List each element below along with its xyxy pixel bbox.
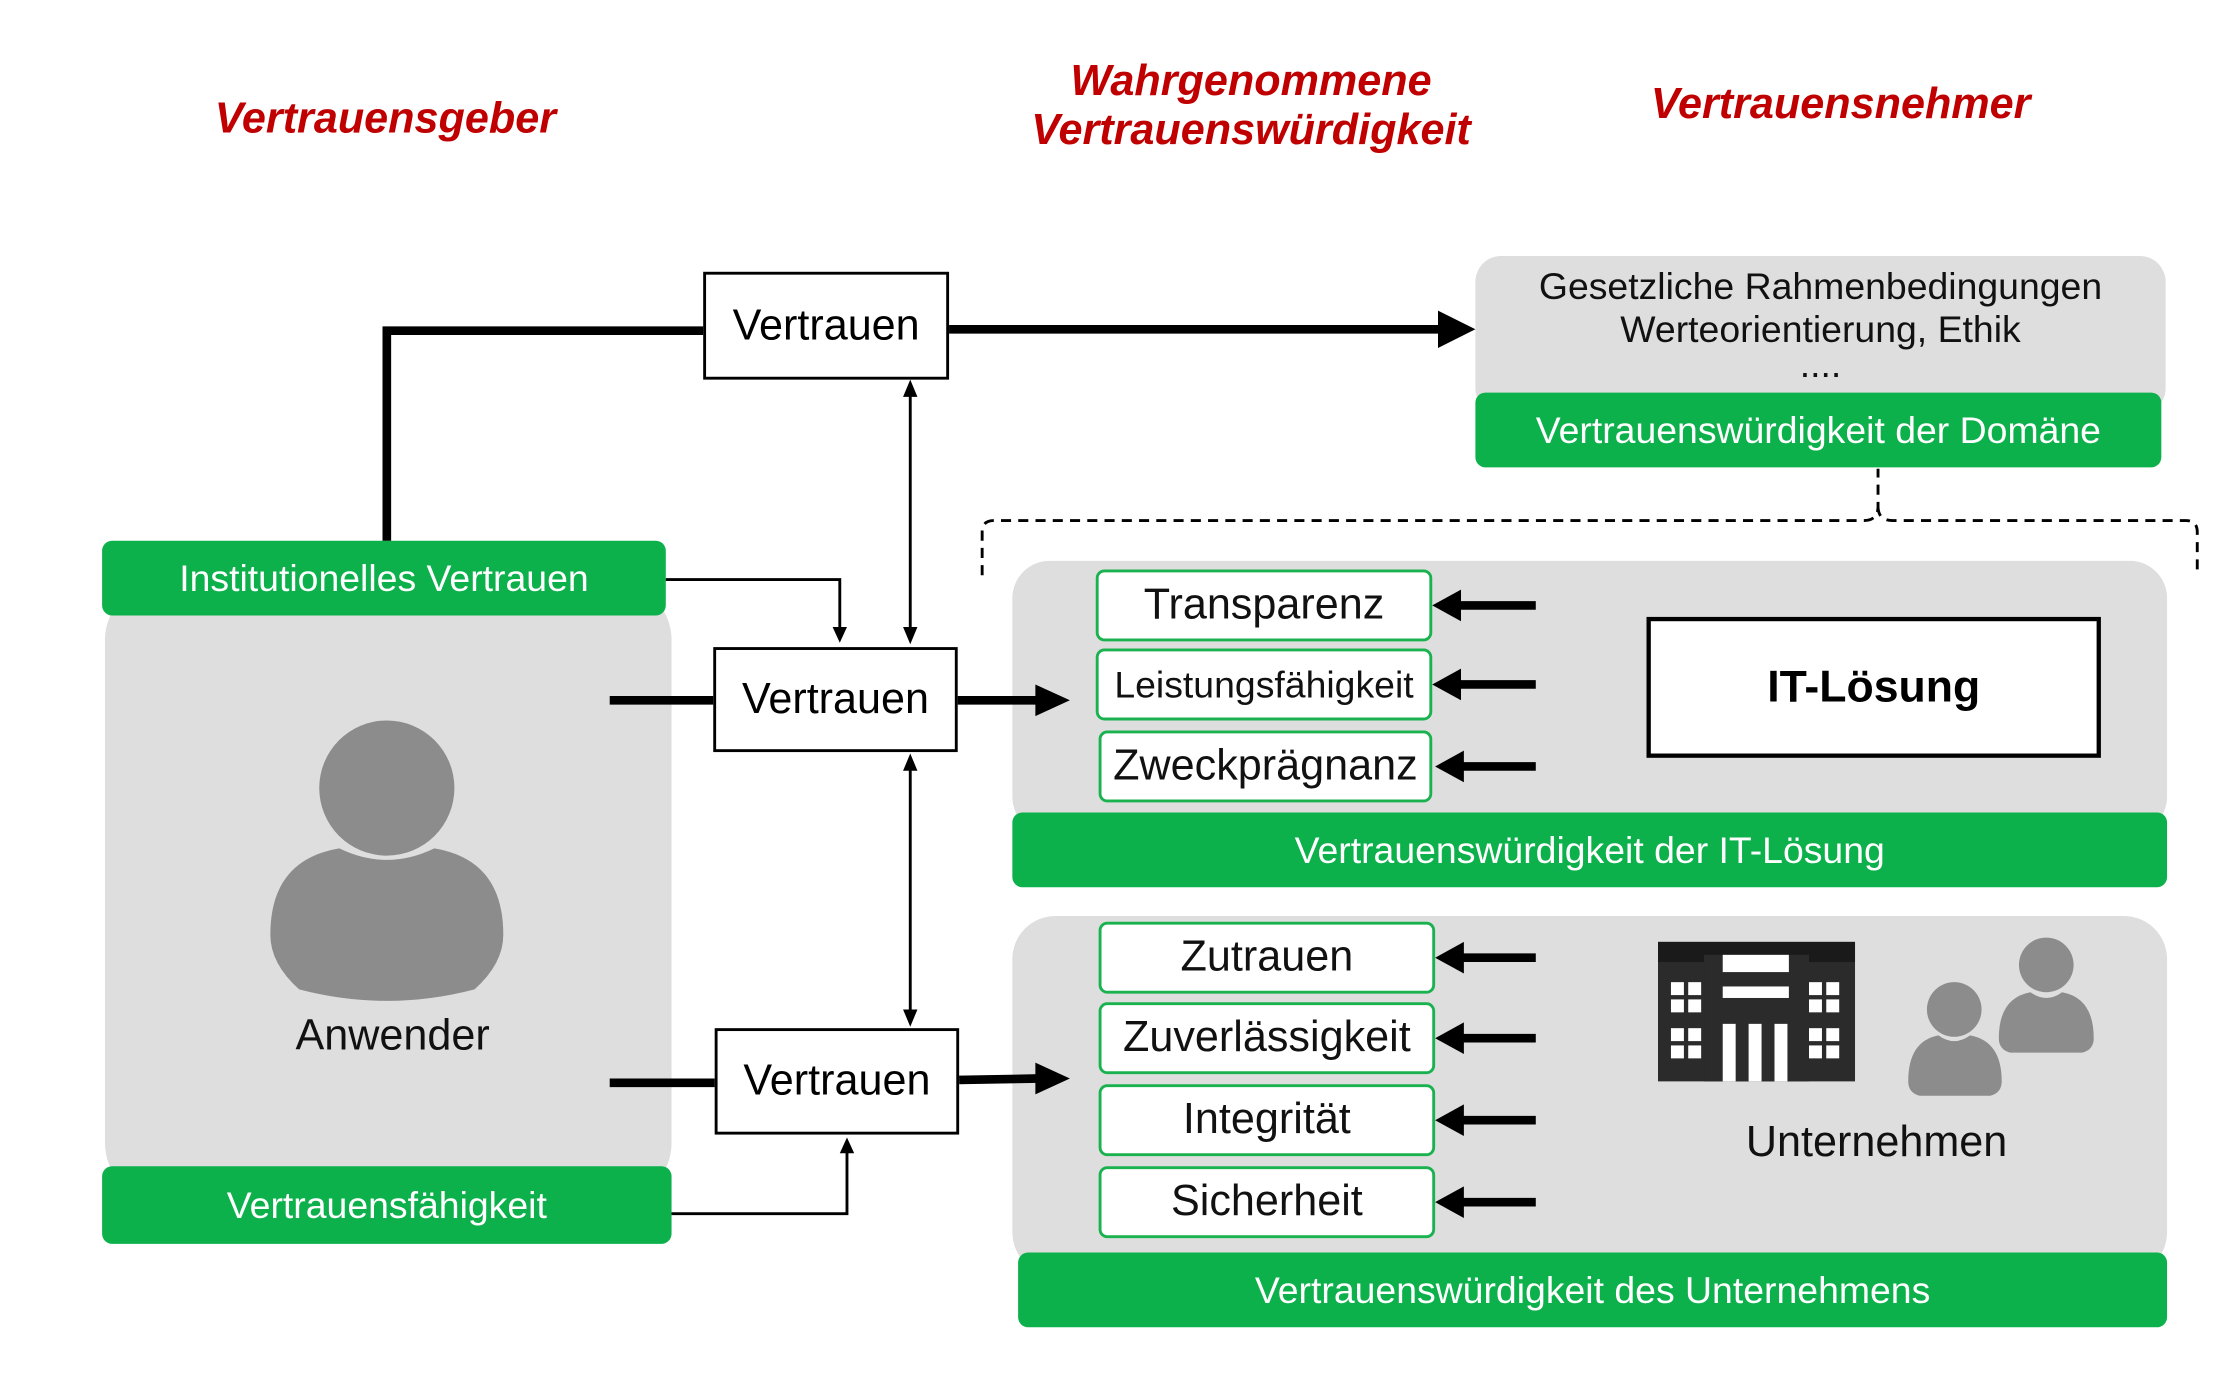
it-solution-trustworthiness-label: Vertrauenswürdigkeit der IT-Lösung xyxy=(1012,812,2168,888)
factor-security: Sicherheit xyxy=(1098,1166,1436,1239)
trust-capability-label: Vertrauensfähigkeit xyxy=(102,1166,672,1244)
user-name: Anwender xyxy=(295,1012,490,1060)
person-icon xyxy=(270,720,504,1001)
domain-trustworthiness-label: Vertrauenswürdigkeit der Domäne xyxy=(1475,392,2162,468)
factor-transparency: Transparenz xyxy=(1095,569,1433,642)
office-building-icon xyxy=(1658,941,1856,1082)
double-arrow-middle-bottom xyxy=(903,753,918,1027)
dashed-brace-domain-scope xyxy=(980,468,2199,576)
header-trustor: Vertrauensgeber xyxy=(214,94,557,143)
domain-line-more: .... xyxy=(1799,342,1842,386)
factor-purpose: Zweckprägnanz xyxy=(1098,730,1433,803)
header-perceived-trustworthiness: Wahrgenommene Vertrauenswürdigkeit xyxy=(992,58,1510,156)
trust-box-it-solution: Vertrauen xyxy=(713,647,958,753)
header-trustee: Vertrauensnehmer xyxy=(1650,80,2031,128)
arrow-company-trust-to-company xyxy=(959,1062,1070,1095)
factor-performance: Leistungsfähigkeit xyxy=(1095,648,1433,721)
trust-box-domain: Vertrauen xyxy=(703,271,950,380)
domain-line-legal: Gesetzliche Rahmenbedingungen xyxy=(1538,264,2103,308)
factor-confidence: Zutrauen xyxy=(1098,921,1436,994)
domain-text: Gesetzliche Rahmenbedingungen Werteorien… xyxy=(1475,264,2165,386)
domain-line-values: Werteorientierung, Ethik xyxy=(1620,307,2021,351)
people-group-icon xyxy=(1908,937,2094,1096)
it-solution-box: IT-Lösung xyxy=(1646,616,2101,758)
company-name: Unternehmen xyxy=(1745,1118,2008,1167)
trust-box-company: Vertrauen xyxy=(714,1028,960,1135)
arrow-trust-to-domain xyxy=(949,310,1476,348)
arrow-capability-to-company-trust xyxy=(671,1137,855,1216)
institutional-trust-label: Institutionelles Vertrauen xyxy=(102,540,666,616)
factor-integrity: Integrität xyxy=(1098,1084,1436,1157)
company-trustworthiness-label: Vertrauenswürdigkeit des Unternehmens xyxy=(1018,1252,2168,1328)
line-institutional-to-domain-trust xyxy=(382,326,704,541)
arrow-it-trust-to-it-solution xyxy=(957,684,1070,717)
header-perceived-line1: Wahrgenommene xyxy=(1070,57,1432,105)
factor-reliability: Zuverlässigkeit xyxy=(1098,1002,1436,1075)
domain-panel xyxy=(1475,255,2166,415)
double-arrow-top-middle xyxy=(903,379,918,645)
header-perceived-line2: Vertrauenswürdigkeit xyxy=(1031,106,1471,154)
arrow-institutional-to-it-trust xyxy=(665,578,847,643)
factor-arrows-it-solution xyxy=(1432,589,1536,783)
factor-arrows-company xyxy=(1435,941,1536,1218)
